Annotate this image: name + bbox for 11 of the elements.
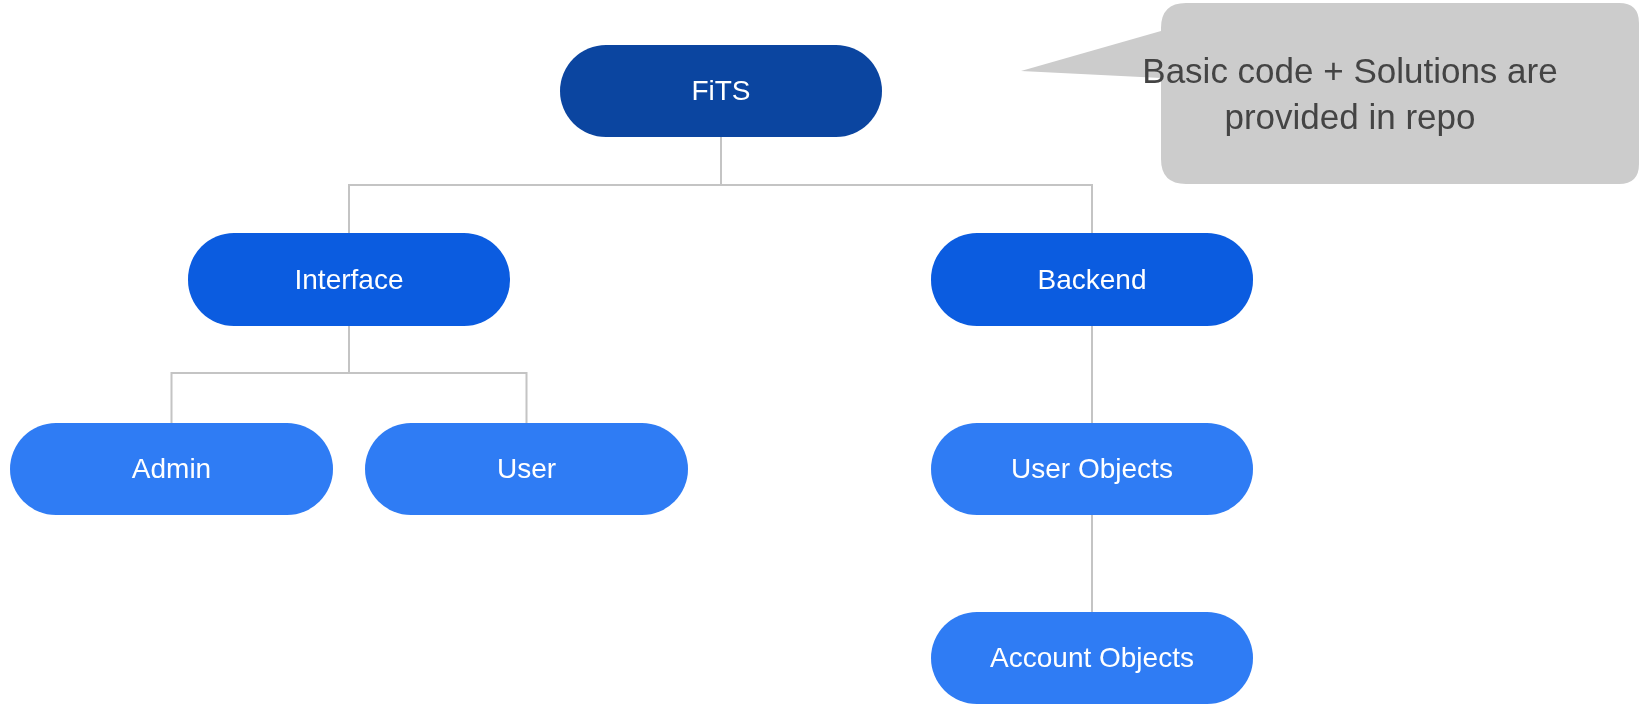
node-label: Interface (294, 263, 404, 296)
connector-line (1091, 514, 1093, 613)
node-label: User Objects (1011, 453, 1173, 485)
node-label: Account Objects (990, 642, 1194, 674)
connector-line (1091, 325, 1093, 424)
node-label: Basic code + Solutions are provided in repo (1141, 50, 1559, 138)
node-label: User (496, 453, 557, 485)
node-label: Admin (131, 453, 212, 485)
node-label: FiTS (691, 75, 751, 107)
node-label: Backend (1037, 263, 1147, 296)
speech-bubble (1021, 3, 1639, 184)
